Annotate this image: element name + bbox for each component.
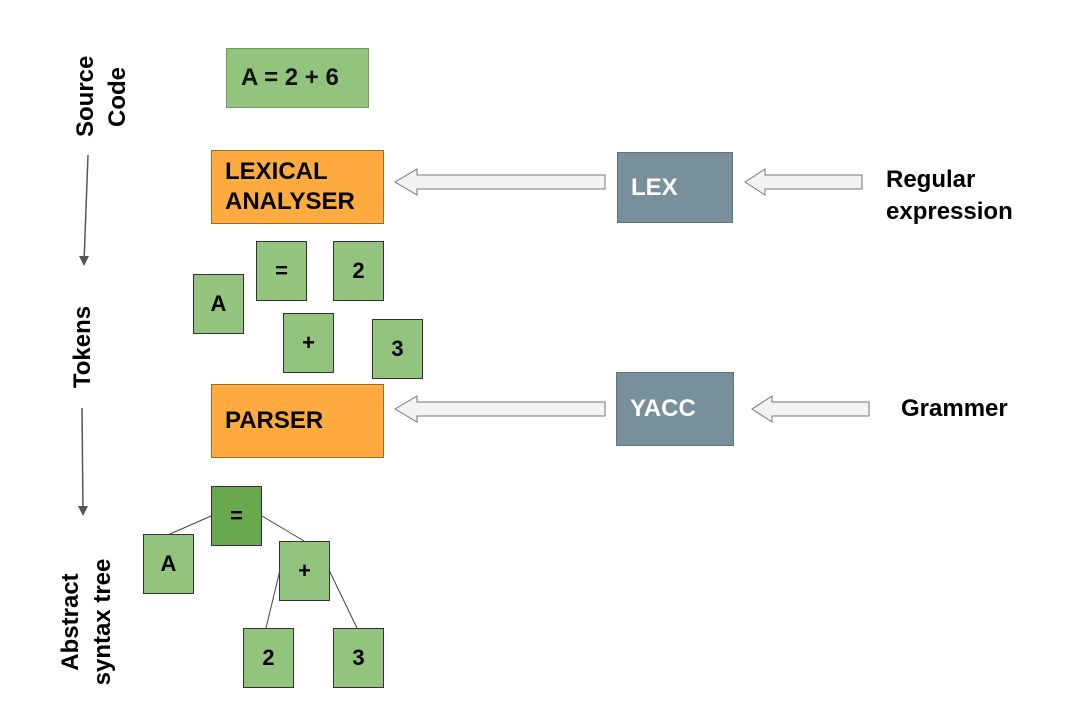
arrow-lex-to-analyser — [394, 168, 606, 196]
source-code-box: A = 2 + 6 — [226, 48, 369, 108]
tree-edge-root-left — [169, 515, 212, 535]
tree-node-two: 2 — [243, 628, 294, 688]
grammar-label: Grammer — [901, 395, 1008, 422]
tree-node-three: 3 — [333, 628, 384, 688]
yacc-label: YACC — [630, 395, 696, 422]
parser-label: PARSER — [225, 407, 324, 434]
flow-arrow-tokens-to-ast — [81, 407, 84, 513]
yacc-box: YACC — [616, 372, 734, 446]
label-abstract-syntax-tree: Abstract syntax tree — [57, 558, 116, 686]
tree-node-root: = — [211, 486, 262, 546]
lexical-analyser-line1: LEXICAL — [225, 158, 328, 185]
label-tokens: Tokens — [69, 305, 96, 389]
tree-edge-root-right — [261, 515, 305, 542]
lexical-analyser-line2: ANALYSER — [225, 188, 355, 215]
lex-label: LEX — [631, 173, 678, 201]
token-two: 2 — [333, 241, 384, 301]
token-three: 3 — [372, 319, 423, 379]
label-source-code: Source Code — [72, 55, 131, 137]
lex-box: LEX — [617, 152, 733, 223]
parser-box: PARSER — [211, 384, 384, 458]
token-a: A — [193, 274, 244, 334]
token-equals: = — [256, 241, 307, 301]
flow-arrow-source-to-tokens — [83, 154, 89, 263]
tree-edge-plus-three — [328, 569, 358, 629]
arrow-grammar-to-yacc — [751, 395, 870, 423]
tree-edge-plus-two — [265, 569, 281, 629]
tree-node-left: A — [143, 534, 194, 594]
tree-node-plus: + — [279, 541, 330, 601]
arrow-regex-to-lex — [744, 168, 863, 196]
regular-expression-label: Regular expression — [886, 166, 1013, 225]
lexical-analyser-box: LEXICAL ANALYSER — [211, 150, 384, 224]
token-plus: + — [283, 313, 334, 373]
source-code-text: A = 2 + 6 — [241, 64, 339, 91]
arrow-yacc-to-parser — [394, 395, 606, 423]
